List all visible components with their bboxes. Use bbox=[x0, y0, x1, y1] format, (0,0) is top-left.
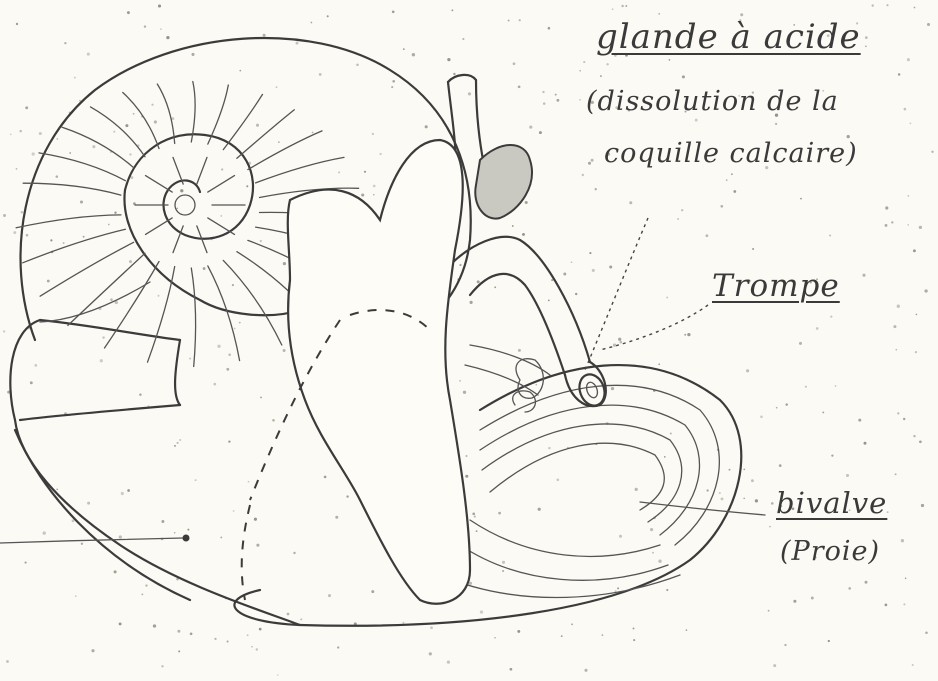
snail-head bbox=[242, 140, 470, 604]
shell-whorl-rib bbox=[91, 107, 146, 157]
shell-inner-rib bbox=[208, 218, 235, 235]
shell-whorl-rib bbox=[23, 229, 126, 262]
trompe-leader-line bbox=[600, 305, 708, 350]
shell-whorl-rib bbox=[123, 93, 159, 149]
left-leader-dot bbox=[183, 535, 190, 542]
glande-leader-line bbox=[585, 218, 648, 370]
shell-inner-rib bbox=[208, 176, 235, 193]
label-glande-a-acide: glande à acide bbox=[596, 20, 861, 56]
shell-whorl-rib bbox=[223, 260, 281, 345]
shell-whorl-rib bbox=[237, 110, 294, 159]
shell-inner-rib bbox=[197, 157, 207, 184]
shell-whorl-rib bbox=[62, 127, 134, 168]
label-trompe: Trompe bbox=[712, 270, 840, 303]
shell-whorl-rib bbox=[191, 268, 195, 367]
snail-foot bbox=[10, 320, 300, 625]
label-glande-description-line2: coquille calcaire) bbox=[604, 140, 858, 168]
label-proie: (Proie) bbox=[780, 538, 880, 566]
shell-inner-rib bbox=[146, 218, 173, 235]
shell-whorl-rib bbox=[23, 183, 121, 195]
shell-whorl-rib bbox=[39, 153, 125, 181]
label-bivalve: bivalve bbox=[776, 488, 887, 518]
shell-inner-rib bbox=[146, 176, 173, 193]
shell-whorl-rib bbox=[248, 131, 322, 170]
shell-inner-rib bbox=[173, 157, 183, 184]
left-leader-line bbox=[0, 538, 183, 543]
shell-whorl-rib bbox=[256, 157, 344, 183]
shell-whorl-rib bbox=[16, 215, 121, 228]
label-glande-description-line1: (dissolution de la bbox=[586, 88, 839, 116]
shell-whorl-rib bbox=[191, 82, 195, 143]
shell-whorl-rib bbox=[157, 84, 174, 144]
bivalve-leader-line bbox=[640, 502, 765, 515]
shell-whorl-rib bbox=[68, 253, 145, 325]
